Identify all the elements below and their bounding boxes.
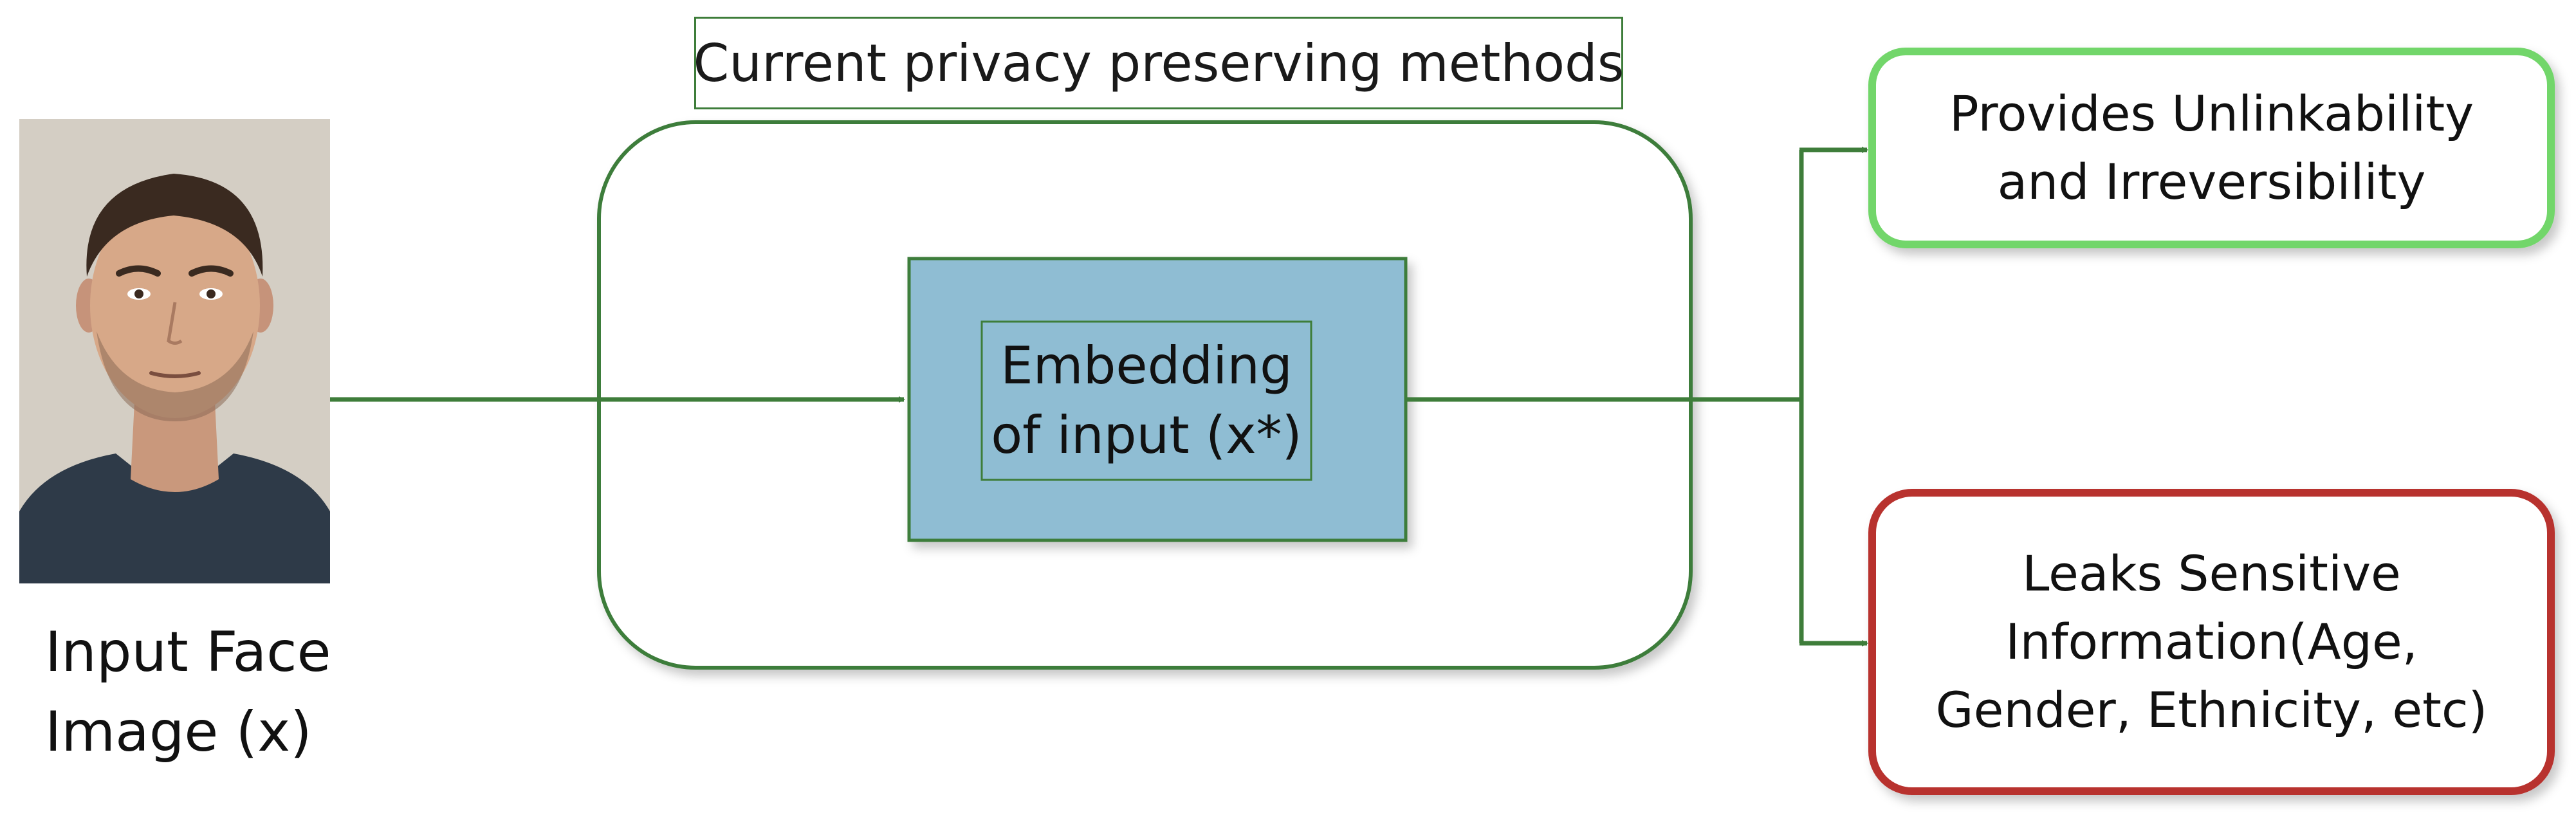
input-label: Input Face Image (x) [45,612,367,772]
negative-outcome-line-3: Gender, Ethnicity, etc) [1935,681,2488,738]
embedding-label: Embedding of input (x*) [982,322,1311,480]
negative-outcome-line-1: Leaks Sensitive [2022,545,2401,602]
embedding-label-line-1: Embedding [1000,336,1293,396]
input-face-photo [19,119,330,583]
embedding-inner-frame [980,320,1312,481]
negative-outcome-box [1868,489,2555,795]
embedding-block [907,257,1408,542]
negative-outcome-line-2: Information(Age, [2005,613,2418,670]
input-label-line-2: Image (x) [45,700,312,764]
positive-outcome-label: Provides Unlinkability and Irreversibili… [1872,51,2551,244]
negative-outcome-label: Leaks Sensitive Information(Age, Gender,… [1872,493,2551,791]
positive-outcome-line-2: and Irreversibility [1997,153,2426,210]
input-label-line-1: Input Face [45,620,331,684]
methods-title: Current privacy preserving methods [694,17,1624,109]
positive-outcome-line-1: Provides Unlinkability [1949,85,2474,142]
embedding-label-line-2: of input (x*) [991,405,1302,465]
positive-outcome-box [1868,48,2555,248]
